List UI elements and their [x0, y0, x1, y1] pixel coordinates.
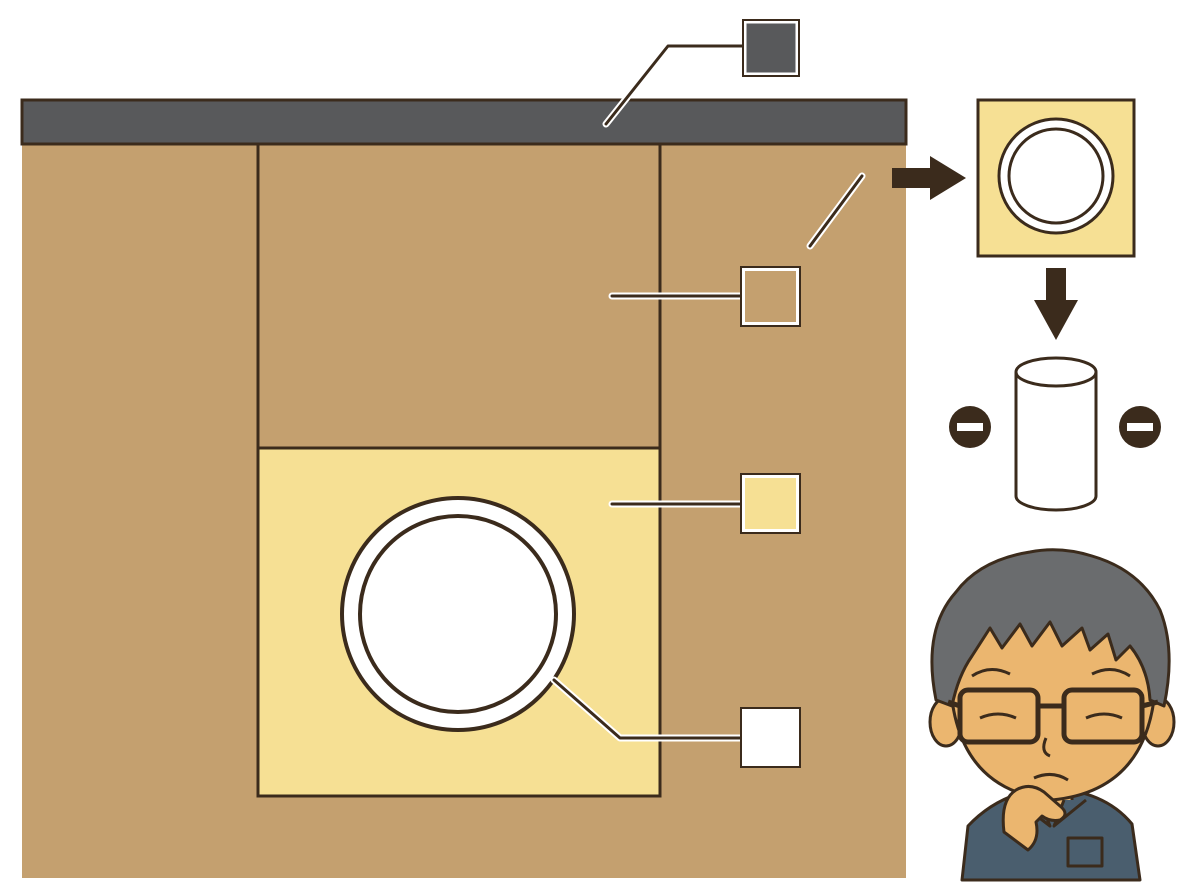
pipe-cross-section — [340, 496, 576, 732]
leader-detail-slash — [806, 172, 866, 250]
pipe-cylinder-icon — [1014, 356, 1098, 512]
legend-box-sand — [741, 474, 800, 533]
worried-man-icon — [928, 548, 1176, 882]
minus-circle-icon — [1119, 406, 1161, 448]
leader-cap — [602, 42, 750, 128]
arrow-right-icon — [892, 156, 966, 200]
legend-box-soil — [741, 267, 800, 326]
arrow-down-icon — [1034, 268, 1078, 340]
detail-pipe-in-sand — [976, 98, 1136, 258]
trench-backfill-soil — [256, 142, 662, 450]
leader-pipe — [550, 676, 748, 742]
minus-circle-icon — [949, 406, 991, 448]
legend-box-pipe — [741, 708, 800, 767]
legend-box-cap — [743, 20, 799, 76]
cap-layer — [20, 98, 908, 146]
